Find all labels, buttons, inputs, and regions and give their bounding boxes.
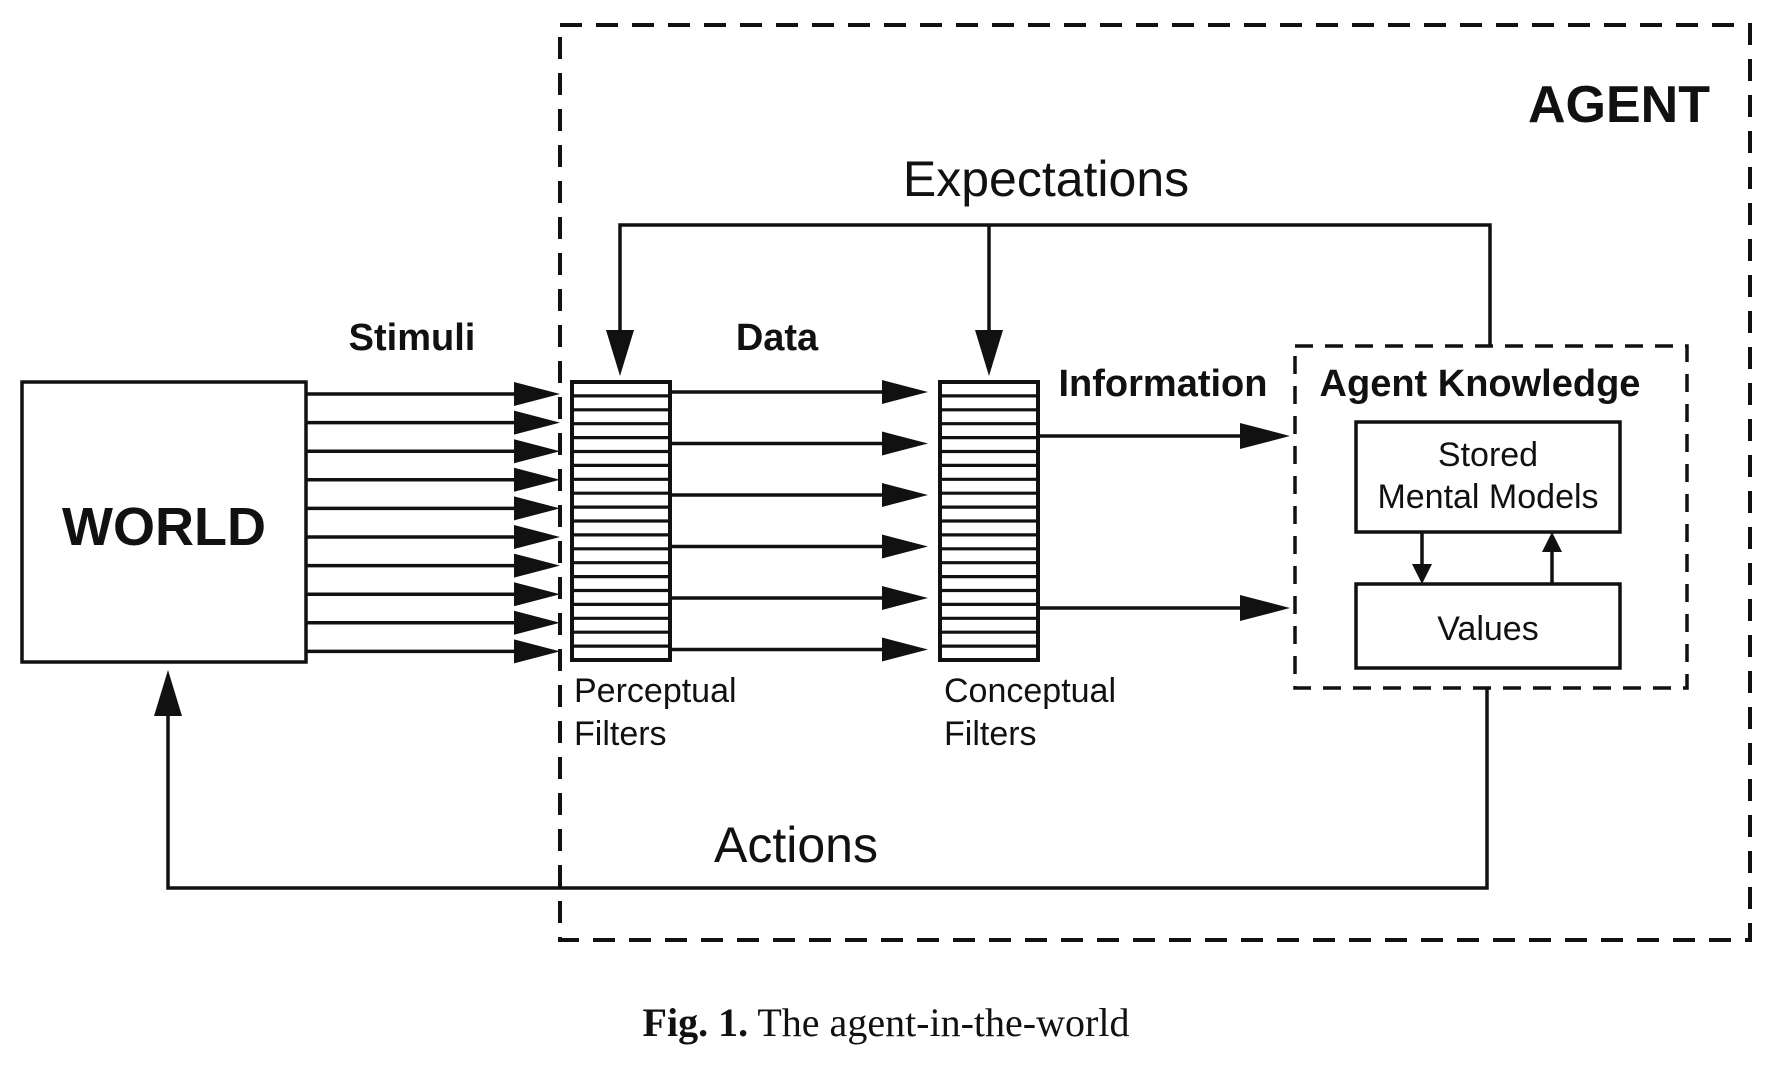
values-box — [1354, 582, 1622, 670]
perceptual-filters-label-line2: Filters — [574, 715, 667, 753]
expectations-to-conceptual-arrowhead — [975, 330, 1003, 376]
actions-loop-line — [166, 688, 1489, 890]
stimuli-arrows — [306, 382, 560, 664]
stored-mental-models-line2: Mental Models — [1377, 478, 1598, 516]
actions-label: Actions — [714, 817, 878, 873]
information-label: Information — [1059, 363, 1268, 405]
data-arrows — [670, 380, 928, 662]
expectations-to-perceptual-arrowhead — [606, 330, 634, 376]
world-box — [20, 380, 308, 664]
figure-caption-text: The agent-in-the-world — [748, 1000, 1129, 1045]
stimulus-arrow-head — [514, 439, 560, 464]
stimulus-arrow-head — [514, 553, 560, 578]
stimulus-arrow-head — [514, 467, 560, 492]
stimulus-arrow-head — [514, 610, 560, 635]
information-arrowhead-lower — [1240, 595, 1290, 621]
stimulus-arrow-head — [514, 410, 560, 435]
perceptual-filters-label-line1: Perceptual — [574, 672, 737, 710]
models-to-values-arrowhead — [1412, 564, 1432, 584]
values-to-models-arrowhead — [1542, 532, 1562, 552]
data-label: Data — [736, 317, 819, 359]
agent-boundary — [558, 23, 1752, 942]
information-arrowhead-upper — [1240, 423, 1290, 449]
stimulus-arrow-head — [514, 639, 560, 664]
data-arrow-head — [882, 534, 928, 559]
stored-mental-models-line1: Stored — [1438, 436, 1538, 474]
expectations-loop-line — [618, 223, 1492, 346]
data-arrow-head — [882, 586, 928, 610]
data-arrow-head — [882, 637, 928, 662]
data-arrow-head — [882, 483, 928, 507]
values-label: Values — [1437, 610, 1538, 648]
data-arrow-head — [882, 431, 928, 456]
stimuli-label: Stimuli — [349, 317, 476, 359]
expectations-label: Expectations — [903, 151, 1189, 207]
stimulus-arrow-head — [514, 582, 560, 607]
stimulus-arrow-head — [514, 382, 560, 406]
stimulus-arrow-head — [514, 525, 560, 549]
data-arrow-head — [882, 380, 928, 404]
actions-to-world-arrowhead — [154, 670, 182, 716]
agent-label: AGENT — [1528, 76, 1710, 134]
figure-caption: Fig. 1. The agent-in-the-world — [643, 1000, 1130, 1045]
conceptual-filters-label-line1: Conceptual — [944, 672, 1116, 710]
stored-mental-models-box — [1354, 420, 1622, 534]
world-label: WORLD — [62, 497, 266, 557]
figure-caption-prefix: Fig. 1. — [643, 1000, 749, 1045]
stimulus-arrow-head — [514, 496, 560, 521]
conceptual-filter-stripes — [940, 394, 1038, 648]
perceptual-filter-stripes — [572, 394, 670, 648]
conceptual-filters-label-line2: Filters — [944, 715, 1037, 753]
agent-knowledge-label: Agent Knowledge — [1320, 363, 1641, 405]
